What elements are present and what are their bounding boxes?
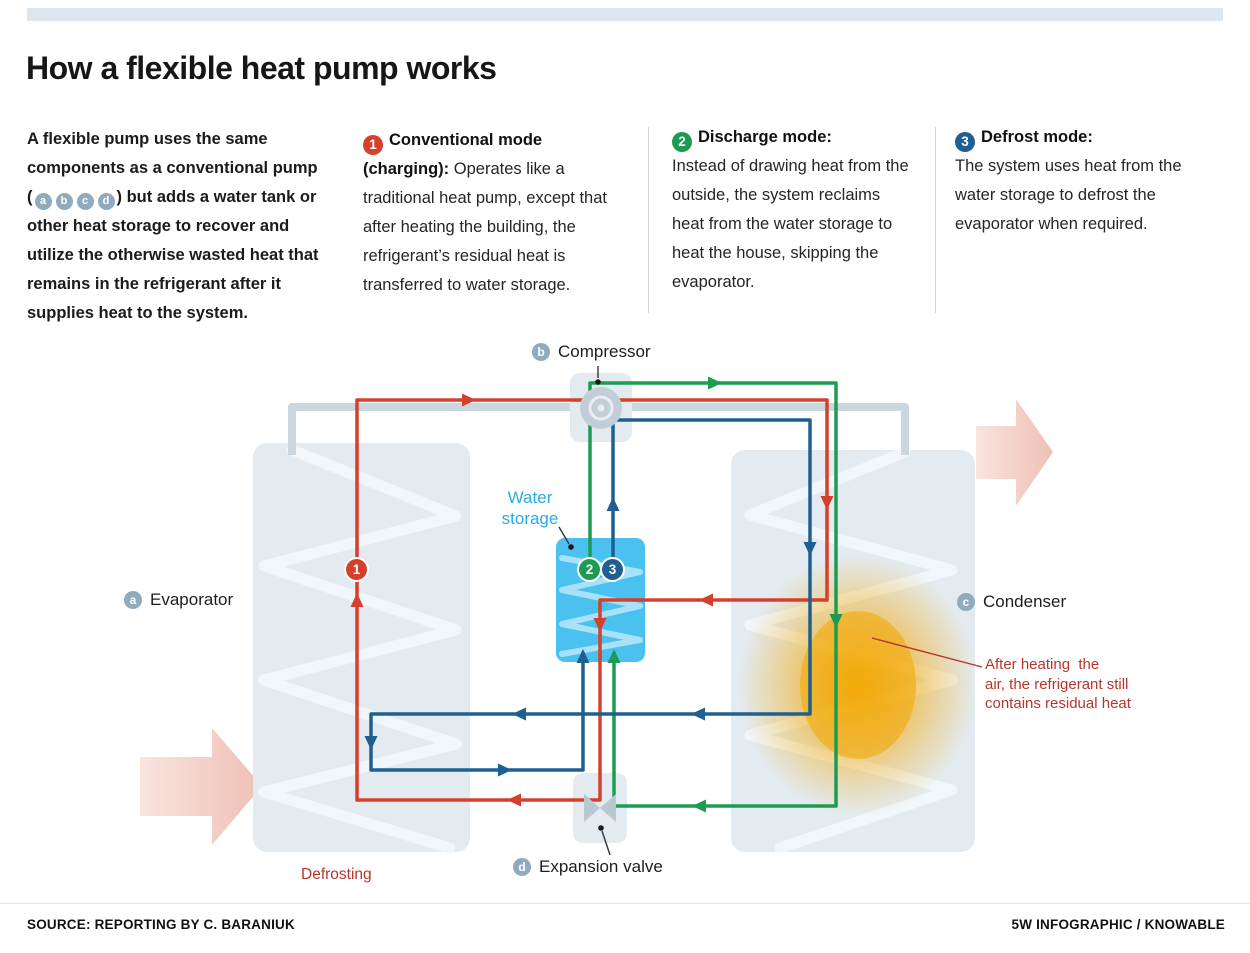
compressor-pointer xyxy=(595,366,601,385)
column-divider-2 xyxy=(935,127,936,313)
intro-text-before: A flexible pump uses the same components… xyxy=(27,130,318,206)
water-storage-label: Water storage xyxy=(501,488,559,528)
mode-1-body: Operates like a traditional heat pump, e… xyxy=(363,160,607,294)
path-defrost-blue xyxy=(369,418,812,772)
mode-3-heading: 3 Defrost mode: xyxy=(955,123,1197,152)
path-badge-3: 3 xyxy=(602,559,623,580)
mode-2-heading: 2 Discharge mode: xyxy=(672,123,910,152)
residual-heat-annotation: After heating the air, the refrigerant s… xyxy=(985,656,1131,712)
column-divider-1 xyxy=(648,127,649,313)
evaporator-label-text: Evaporator xyxy=(150,590,234,609)
blue-arrowheads xyxy=(364,497,817,777)
intro-text-after: ) but adds a water tank or other heat st… xyxy=(27,188,319,322)
water-storage-pointer xyxy=(558,526,574,550)
mode-2-body: Instead of drawing heat from the outside… xyxy=(672,157,909,291)
path-badge-2: 2 xyxy=(579,559,600,580)
expansion-valve-badge: d xyxy=(513,858,531,876)
infographic-credit: 5W INFOGRAPHIC / KNOWABLE xyxy=(1011,917,1225,932)
path-badge-1: 1 xyxy=(346,559,367,580)
path-conventional-red xyxy=(355,398,829,802)
expansion-valve-icon xyxy=(584,794,616,822)
component-badge-b: b xyxy=(55,193,73,210)
compressor-icon xyxy=(580,387,622,429)
condenser-label: c Condenser xyxy=(957,592,1066,612)
component-badge-d: d xyxy=(97,193,115,210)
top-accent-bar xyxy=(27,8,1223,21)
condenser-label-text: Condenser xyxy=(983,592,1067,611)
warm-air-output-arrow xyxy=(976,399,1053,506)
evaporator-coil xyxy=(258,444,462,854)
mode-1-badge: 1 xyxy=(363,134,383,155)
expansion-valve-label-text: Expansion valve xyxy=(539,857,663,876)
red-arrowheads xyxy=(350,393,834,807)
evaporator-badge: a xyxy=(124,591,142,609)
water-tank-coil xyxy=(559,555,643,657)
component-badge-c: c xyxy=(76,193,94,210)
footer-divider xyxy=(0,903,1250,904)
green-arrowheads xyxy=(607,376,843,813)
compressor-label: b Compressor xyxy=(532,342,651,362)
air-intake-arrow xyxy=(140,728,262,845)
mode-2-badge: 2 xyxy=(672,131,692,152)
compressor-badge: b xyxy=(532,343,550,361)
expansion-valve-label: d Expansion valve xyxy=(513,857,663,877)
expansion-valve-pointer xyxy=(598,825,611,856)
mode-1-title: Conventional mode (charging): xyxy=(363,131,543,178)
defrosting-annotation: Defrosting xyxy=(301,866,372,883)
mode-3-body: The system uses heat from the water stor… xyxy=(955,157,1182,233)
page-title: How a flexible heat pump works xyxy=(26,50,497,86)
heat-glow-core xyxy=(800,611,916,759)
residual-heat-pointer xyxy=(871,637,983,668)
mode-2-title: Discharge mode: xyxy=(698,128,832,146)
evaporator-label: a Evaporator xyxy=(124,590,233,610)
compressor-label-text: Compressor xyxy=(558,342,651,361)
mode-2-description: 2 Discharge mode: Instead of drawing heat… xyxy=(672,123,910,297)
intro-paragraph: A flexible pump uses the same components… xyxy=(27,125,323,328)
condenser-badge: c xyxy=(957,593,975,611)
mode-3-description: 3 Defrost mode: The system uses heat from… xyxy=(955,123,1197,239)
component-badge-a: a xyxy=(34,193,52,210)
mode-3-badge: 3 xyxy=(955,131,975,152)
mode-3-title: Defrost mode: xyxy=(981,128,1093,146)
source-credit: SOURCE: REPORTING BY C. BARANIUK xyxy=(27,917,295,932)
